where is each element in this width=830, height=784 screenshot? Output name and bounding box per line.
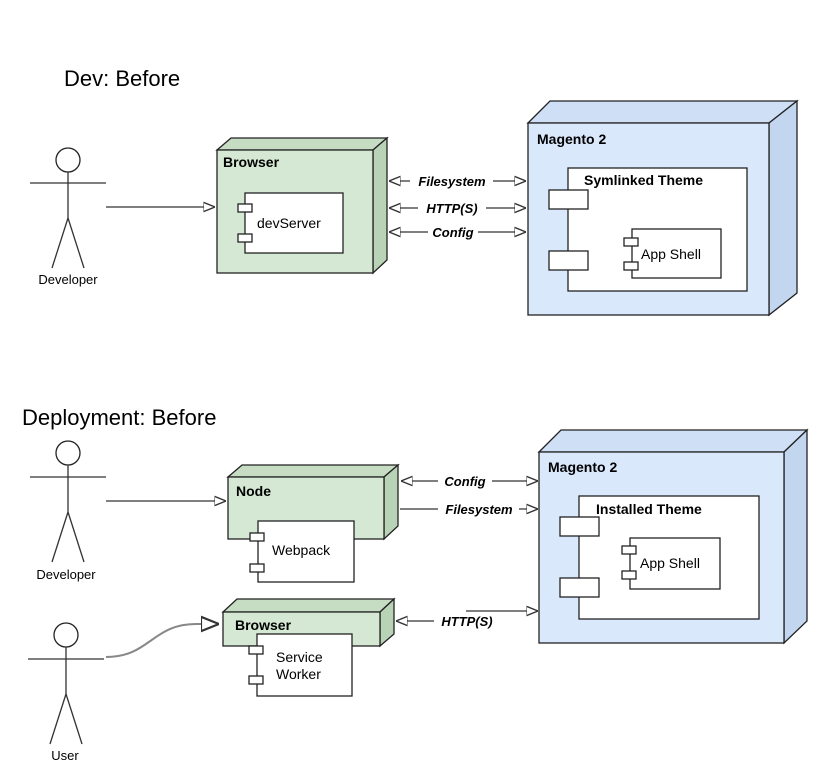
deploy-http-label: HTTP(S) xyxy=(441,614,492,629)
installed-theme-title: Installed Theme xyxy=(596,501,702,517)
user-to-browser-arrow xyxy=(105,624,219,658)
service-worker-component xyxy=(248,633,353,697)
node-title: Node xyxy=(236,483,271,499)
deploy-filesystem-label: Filesystem xyxy=(445,502,513,517)
devserver-label: devServer xyxy=(257,215,321,231)
developer-label: Developer xyxy=(38,272,98,287)
deploy-app-shell-component xyxy=(621,537,721,590)
deploy-browser-title: Browser xyxy=(235,617,292,633)
deploy-developer-label: Developer xyxy=(36,567,96,582)
deploy-edge-http xyxy=(396,611,538,621)
user-actor xyxy=(28,622,104,745)
deploy-config-label: Config xyxy=(444,474,485,489)
dev-http-label: HTTP(S) xyxy=(426,201,477,216)
deploy-app-shell-label: App Shell xyxy=(640,555,700,571)
service-worker-label-2: Worker xyxy=(276,666,321,682)
app-shell-component xyxy=(623,228,722,279)
service-worker-label-1: Service xyxy=(276,649,323,665)
deploy-developer-actor xyxy=(30,440,106,563)
deployment-heading: Deployment: Before xyxy=(22,405,216,430)
devserver-component xyxy=(237,192,344,254)
app-shell-label: App Shell xyxy=(641,246,701,262)
dev-filesystem-label: Filesystem xyxy=(418,174,486,189)
magento-title: Magento 2 xyxy=(537,131,606,147)
dev-heading: Dev: Before xyxy=(64,66,180,91)
user-label: User xyxy=(51,748,79,763)
webpack-component xyxy=(249,520,355,583)
browser-title: Browser xyxy=(223,154,280,170)
deploy-magento-title: Magento 2 xyxy=(548,459,617,475)
webpack-label: Webpack xyxy=(272,542,331,558)
developer-actor xyxy=(30,147,106,269)
dev-config-label: Config xyxy=(432,225,473,240)
symlinked-theme-title: Symlinked Theme xyxy=(584,172,703,188)
